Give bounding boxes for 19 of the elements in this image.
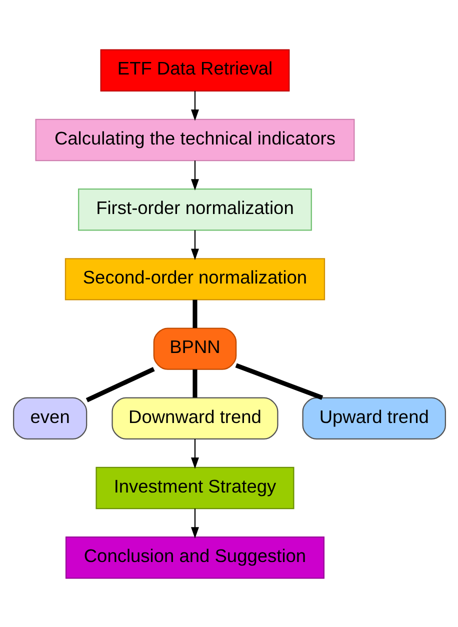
arrow bbox=[190, 160, 198, 190]
node-box: Calculating the technical indicators bbox=[34, 118, 354, 161]
node-box: Downward trend bbox=[111, 396, 278, 439]
arrow bbox=[190, 508, 198, 538]
arrow bbox=[190, 230, 198, 260]
node-box: even bbox=[12, 396, 87, 439]
node-box: ETF Data Retrieval bbox=[100, 48, 290, 91]
connector bbox=[192, 368, 197, 398]
node-box: First-order normalization bbox=[78, 188, 312, 230]
arrow bbox=[190, 90, 198, 120]
connector bbox=[234, 362, 323, 400]
node-box: Second-order normalization bbox=[64, 258, 325, 300]
connector bbox=[192, 299, 197, 328]
node-box: Upward trend bbox=[302, 396, 446, 439]
node-box: BPNN bbox=[152, 327, 236, 370]
connector bbox=[85, 366, 154, 402]
arrow bbox=[190, 438, 198, 468]
node-box: Conclusion and Suggestion bbox=[64, 536, 324, 578]
node-box: Investment Strategy bbox=[95, 466, 294, 509]
